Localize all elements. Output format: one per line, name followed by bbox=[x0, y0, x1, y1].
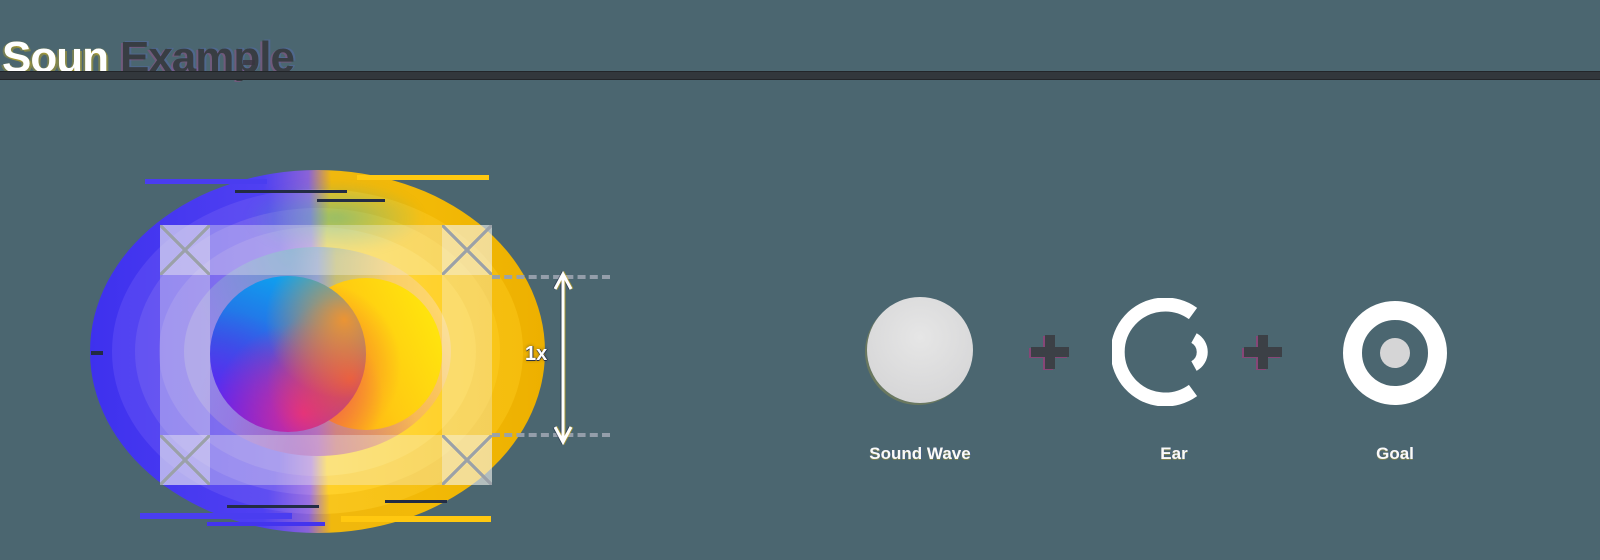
glitch-notch bbox=[243, 60, 255, 65]
scale-label: 1x bbox=[525, 343, 548, 365]
ear-icon bbox=[1112, 298, 1208, 406]
glitch-streak bbox=[145, 179, 267, 184]
glitch-streak bbox=[227, 505, 319, 508]
sound-wave-label: Sound Wave bbox=[869, 444, 971, 463]
corner-x-icon bbox=[442, 225, 492, 275]
glitch-streak bbox=[235, 190, 347, 193]
plus-icon bbox=[1244, 335, 1282, 369]
glitch-streak bbox=[357, 175, 489, 180]
height-measure-arrow-icon bbox=[553, 270, 573, 446]
glitch-streak bbox=[341, 516, 491, 522]
glitch-streak bbox=[317, 199, 385, 202]
goal-label: Goal bbox=[1376, 444, 1414, 463]
dashed-guide-top bbox=[492, 275, 610, 279]
corner-x-icon bbox=[160, 435, 210, 485]
teal-smudge bbox=[245, 181, 425, 255]
goal-icon bbox=[1343, 301, 1447, 405]
dashed-guide-bottom bbox=[492, 433, 610, 437]
ear-label: Ear bbox=[1160, 444, 1188, 463]
corner-x-icon bbox=[442, 435, 492, 485]
header-divider bbox=[0, 71, 1600, 80]
corner-x-icon bbox=[160, 225, 210, 275]
glitch-streak bbox=[385, 500, 447, 503]
blue-gradient-circle bbox=[210, 276, 366, 432]
glitch-streak bbox=[140, 513, 292, 519]
glitch-streak bbox=[91, 351, 103, 355]
glitch-streak bbox=[207, 522, 325, 526]
sound-artwork: 1x bbox=[85, 165, 610, 540]
sound-wave-icon bbox=[867, 297, 973, 403]
plus-icon bbox=[1031, 335, 1069, 369]
